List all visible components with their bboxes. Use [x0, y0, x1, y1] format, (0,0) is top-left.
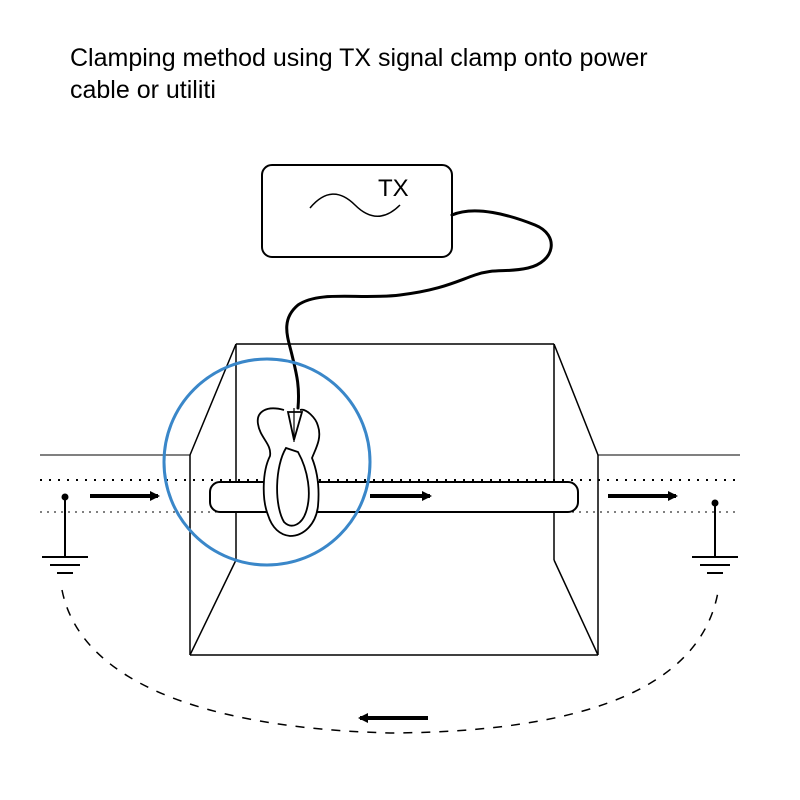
excavation-pit — [189, 343, 599, 656]
transmitter-cable — [285, 209, 553, 410]
signal-arrows — [90, 491, 678, 723]
transmitter-label: TX — [378, 175, 409, 202]
ground-right — [692, 499, 738, 574]
ground-left — [42, 493, 88, 574]
transmitter: TX — [261, 164, 453, 258]
transmitter-box — [261, 164, 453, 258]
caption-line-1: Clamping method using TX signal clamp on… — [70, 44, 648, 72]
earth-return-path — [61, 589, 719, 734]
caption-line-2: cable or utiliti — [70, 76, 216, 104]
diagram-caption: Clamping method using TX signal clamp on… — [70, 42, 770, 106]
clamp-highlight-circle — [162, 357, 372, 567]
signal-clamp — [256, 407, 321, 537]
sine-wave-icon — [309, 193, 401, 217]
